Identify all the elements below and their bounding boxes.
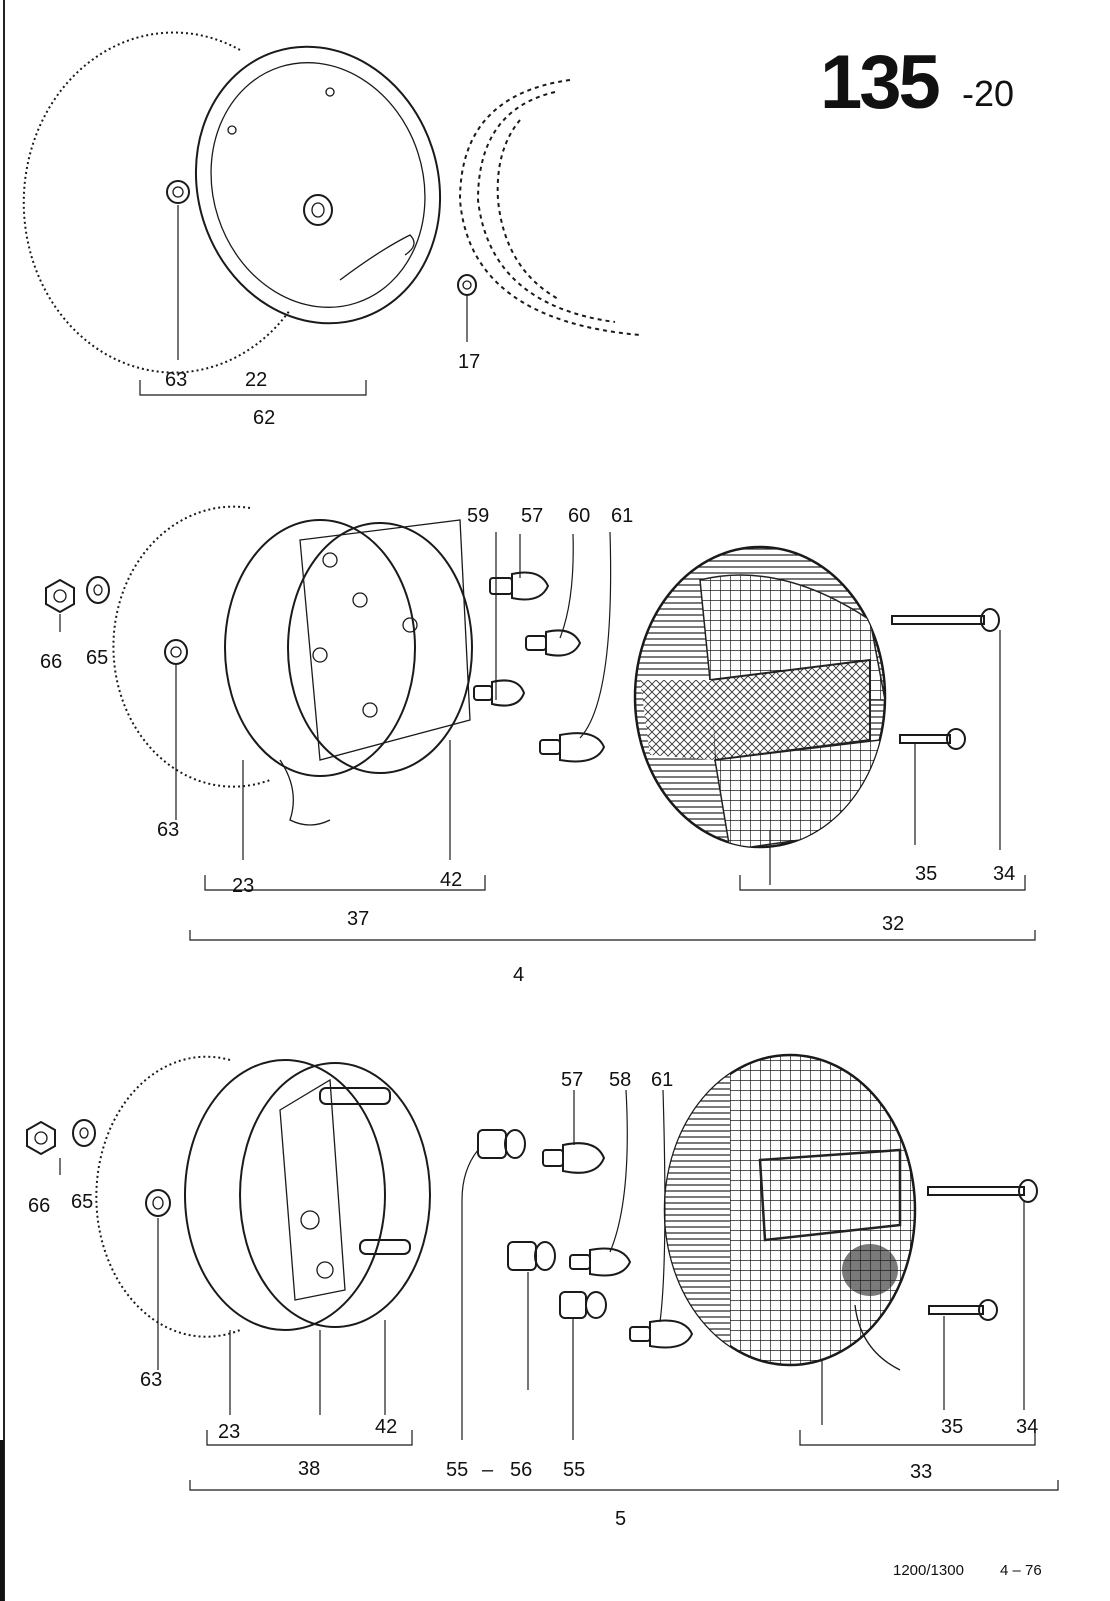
nut-66-mid <box>45 578 75 614</box>
bracket-32 <box>739 875 1026 891</box>
label-32: 32 <box>882 913 904 935</box>
label-55: 55 <box>563 1459 585 1481</box>
label-66: 66 <box>28 1195 50 1217</box>
lamp-housing-38 <box>95 1055 431 1338</box>
label-35: 35 <box>941 1416 963 1438</box>
label-57: 57 <box>521 505 543 527</box>
label-59: 59 <box>467 505 489 527</box>
label-22: 22 <box>245 369 267 391</box>
screw-35-bottom <box>928 1299 998 1321</box>
label-62: 62 <box>253 407 275 429</box>
label-61: 61 <box>611 505 633 527</box>
label-17: 17 <box>458 351 480 373</box>
bracket-33 <box>799 1430 1036 1446</box>
label-58: 58 <box>609 1069 631 1091</box>
grommet-63-bottom <box>145 1189 171 1217</box>
label-5: 5 <box>615 1508 626 1530</box>
label-4: 4 <box>513 964 524 986</box>
bulbs-bottom <box>542 1142 694 1349</box>
grommet-63-top <box>166 180 190 204</box>
bulb-59-mid <box>473 679 526 707</box>
bracket-62 <box>139 380 367 396</box>
bulb-57-mid <box>489 571 550 601</box>
holder-55-bottom <box>559 1291 607 1319</box>
bulb-57-bottom <box>542 1142 606 1174</box>
grommet-17 <box>457 274 477 296</box>
label-65: 65 <box>71 1191 93 1213</box>
screw-34-bottom <box>927 1179 1038 1203</box>
gasket-17-dashed <box>458 79 641 336</box>
nut-66-bottom <box>26 1120 56 1156</box>
label-60: 60 <box>568 505 590 527</box>
grommet-63-mid <box>164 639 188 665</box>
bulb-60-mid <box>525 629 582 657</box>
lens-32 <box>633 545 887 849</box>
label-61: 61 <box>651 1069 673 1091</box>
holder-55-top <box>477 1129 526 1159</box>
bulb-61-mid <box>539 732 606 763</box>
label-42: 42 <box>375 1416 397 1438</box>
washer-65-bottom <box>72 1119 96 1147</box>
label-63: 63 <box>165 369 187 391</box>
label-57: 57 <box>561 1069 583 1091</box>
bulbs-mid <box>473 571 606 763</box>
label-33: 33 <box>910 1461 932 1483</box>
bulb-61-bottom <box>629 1319 694 1349</box>
lamp-housing-37 <box>112 505 473 826</box>
svg-text:–: – <box>482 1459 494 1481</box>
page-number: 135 <box>820 40 940 125</box>
label-34: 34 <box>993 863 1015 885</box>
bracket-38 <box>206 1430 413 1446</box>
bulb-holders-55-56 <box>477 1129 607 1319</box>
label-35: 35 <box>915 863 937 885</box>
label-63: 63 <box>157 819 179 841</box>
label-55: 55 <box>446 1459 468 1481</box>
label-63: 63 <box>140 1369 162 1391</box>
washer-65-mid <box>86 576 110 604</box>
lamp-housing-top <box>22 31 442 374</box>
label-34: 34 <box>1016 1416 1038 1438</box>
bulb-58-bottom <box>569 1247 632 1277</box>
label-38: 38 <box>298 1458 320 1480</box>
screw-34-mid <box>891 608 1000 632</box>
bracket-5 <box>189 1480 1059 1491</box>
label-37: 37 <box>347 908 369 930</box>
label-65: 65 <box>86 647 108 669</box>
screw-35-mid <box>899 728 966 750</box>
label-23: 23 <box>232 875 254 897</box>
lens-33 <box>663 1053 917 1371</box>
label-56: 56 <box>510 1459 532 1481</box>
bracket-37 <box>204 875 486 891</box>
label-23: 23 <box>218 1421 240 1443</box>
holder-56 <box>507 1241 556 1271</box>
bracket-4 <box>189 930 1036 941</box>
label-42: 42 <box>440 869 462 891</box>
footer-model: 1200/1300 <box>893 1562 964 1579</box>
label-66: 66 <box>40 651 62 673</box>
footer-date: 4 – 76 <box>1000 1562 1042 1579</box>
page-sub-number: -20 <box>962 73 1014 114</box>
